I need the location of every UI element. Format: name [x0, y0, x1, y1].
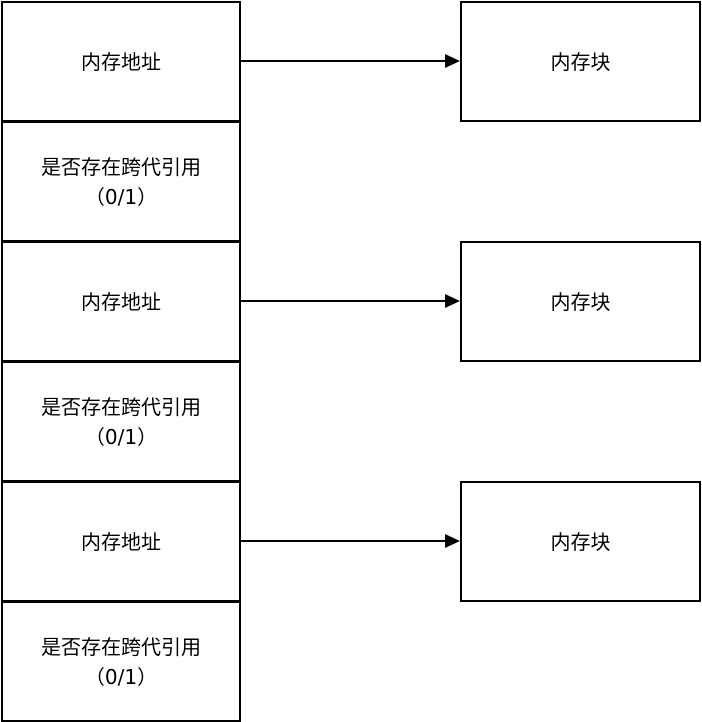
pointer-arrow [241, 54, 460, 68]
arrowhead-icon [445, 534, 460, 548]
address-label: 内存地址 [81, 289, 161, 314]
memory-block: 内存块 [460, 481, 701, 602]
arrowhead-icon [445, 54, 460, 68]
address-label: 内存地址 [81, 49, 161, 74]
memory-block: 内存块 [460, 241, 701, 362]
memory-block: 内存块 [460, 1, 701, 122]
address-cell: 内存地址 [1, 1, 241, 122]
address-label: 内存地址 [81, 529, 161, 554]
cross-generation-reference-cell: 是否存在跨代引用 （0/1） [1, 361, 241, 482]
pointer-arrow [241, 534, 460, 548]
memory-block-label: 内存块 [550, 529, 611, 554]
cross-generation-reference-label: 是否存在跨代引用 （0/1） [41, 154, 201, 209]
memory-block-label: 内存块 [550, 49, 611, 74]
arrowhead-icon [445, 294, 460, 308]
memory-block-label: 内存块 [550, 289, 611, 314]
address-cell: 内存地址 [1, 241, 241, 362]
address-cell: 内存地址 [1, 481, 241, 602]
cross-generation-reference-label: 是否存在跨代引用 （0/1） [41, 634, 201, 689]
cross-generation-reference-cell: 是否存在跨代引用 （0/1） [1, 121, 241, 242]
pointer-arrow [241, 294, 460, 308]
cross-generation-reference-cell: 是否存在跨代引用 （0/1） [1, 601, 241, 722]
cross-generation-reference-label: 是否存在跨代引用 （0/1） [41, 394, 201, 449]
